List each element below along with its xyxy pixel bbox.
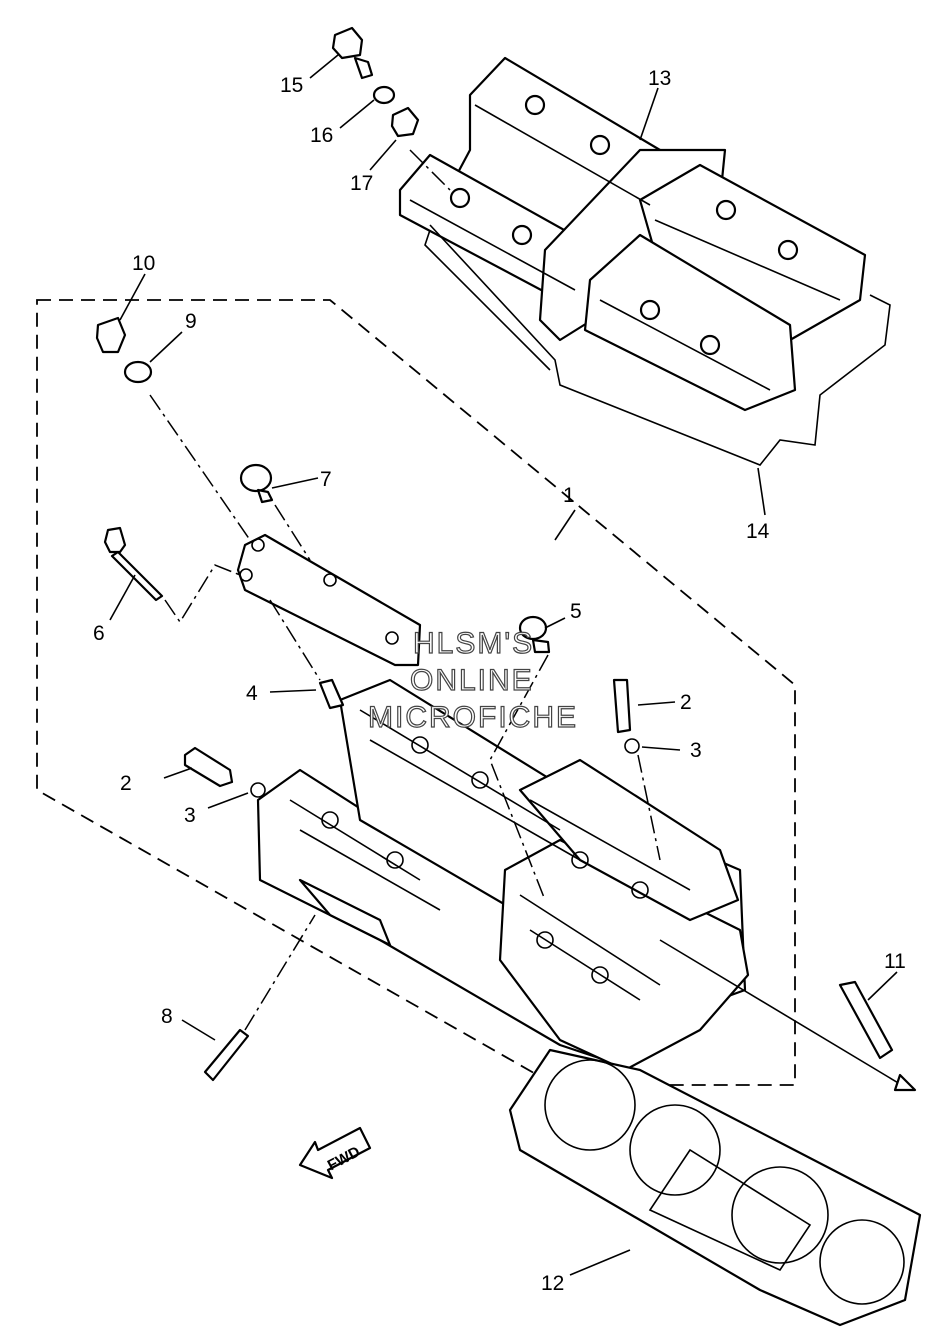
watermark-line-3: MICROFICHE: [368, 701, 578, 734]
callout-3-left: 3: [184, 804, 196, 827]
washer-9: [123, 360, 153, 384]
callout-4: 4: [246, 682, 258, 705]
alignment-line: [149, 394, 251, 541]
cap-nut-10: [95, 316, 127, 354]
cylinder-head-gasket: [508, 1048, 922, 1327]
callout-9: 9: [185, 310, 197, 333]
alignment-line: [659, 939, 911, 1091]
spark-plug: [838, 980, 894, 1060]
valve-cover-gasket: [424, 224, 891, 466]
alignment-line: [489, 654, 549, 901]
callout-2-right: 2: [680, 691, 692, 714]
stud-bolt-8: [203, 1028, 250, 1082]
callout-14: 14: [746, 520, 770, 543]
valve-cover: [398, 56, 867, 412]
callout-8: 8: [161, 1005, 173, 1028]
rubber-grommet: [390, 106, 420, 138]
callout-6: 6: [93, 622, 105, 645]
callout-17: 17: [350, 172, 373, 195]
leader-lines: [109, 54, 898, 1276]
watermark: HLSM'S ONLINE MICROFICHE: [367, 626, 578, 734]
watermark-line-2: ONLINE: [410, 664, 534, 697]
plug-7: [239, 463, 274, 504]
callout-2-left: 2: [120, 772, 132, 795]
alignment-line: [269, 599, 321, 681]
callout-5: 5: [570, 600, 582, 623]
fwd-arrow: FWD: [298, 1126, 372, 1180]
alignment-arrow: [893, 1073, 917, 1092]
bolt-washer: [372, 85, 396, 105]
assembly-boundary: [36, 299, 796, 1086]
alignment-line: [637, 754, 661, 861]
o-ring-left: [250, 782, 266, 798]
o-ring-right: [624, 738, 640, 754]
dowel-4: [318, 678, 345, 710]
alignment-line: [409, 149, 451, 191]
callout-3-right: 3: [690, 739, 702, 762]
callout-10: 10: [132, 252, 155, 275]
callout-11: 11: [884, 950, 906, 973]
callout-13: 13: [648, 67, 671, 90]
bolt-head-6: [103, 526, 164, 602]
watermark-line-1: HLSM'S: [413, 627, 534, 660]
valve-lifter-left: [183, 746, 234, 788]
valve-lifter-right: [612, 678, 632, 734]
callout-7: 7: [320, 468, 332, 491]
callout-1: 1: [563, 484, 575, 507]
callout-15: 15: [280, 74, 303, 97]
cover-bolt: [331, 26, 374, 80]
callout-12: 12: [541, 1272, 564, 1295]
plug-5: [518, 615, 551, 654]
callout-16: 16: [310, 124, 333, 147]
alignment-line: [164, 564, 241, 624]
cam-cap: [236, 533, 422, 667]
alignment-line: [244, 914, 316, 1031]
alignment-line: [274, 504, 311, 561]
cylinder-head: [256, 678, 750, 1072]
